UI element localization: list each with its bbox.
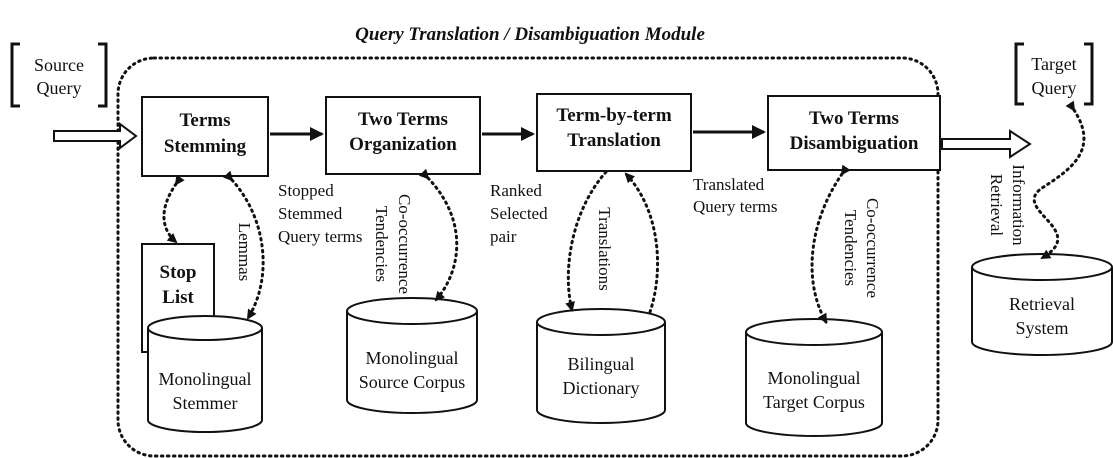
stemmed-terms-label-line3: Query terms <box>278 227 363 246</box>
source-query-label-line2: Query <box>37 78 82 98</box>
stop-list-label-line1: Stop <box>160 262 197 283</box>
monolingual-stemmer-cylinder: Monolingual Stemmer <box>147 315 263 433</box>
source-query-label-line1: Source <box>34 55 84 75</box>
monolingual-target-corpus-label-line2: Target Corpus <box>763 392 865 412</box>
monolingual-source-corpus-cylinder: Monolingual Source Corpus <box>346 297 478 414</box>
source-cooccurrence-label: Co-occurrence Tendencies <box>372 194 414 294</box>
term-by-term-translation-box: Term-by-term Translation <box>536 93 692 172</box>
monolingual-stemmer-label-line2: Stemmer <box>173 393 238 413</box>
stemming-stemmer-dotted-arrow <box>222 170 265 320</box>
stemming-stoplist-dotted-arrow <box>162 174 185 244</box>
lemmas-label: Lemmas <box>235 223 254 282</box>
information-retrieval-label-line1: Information <box>1009 164 1028 246</box>
target-cooccurrence-label-line1: Co-occurrence <box>863 198 882 298</box>
information-retrieval-label: Information Retrieval <box>987 164 1028 246</box>
stop-list-label-line2: List <box>162 287 194 308</box>
stemmed-terms-label-line2: Stemmed <box>278 204 343 223</box>
bilingual-dictionary-label-line1: Bilingual <box>568 354 635 374</box>
translations-label: Translations <box>595 207 614 290</box>
target-cooccurrence-label: Co-occurrence Tendencies <box>841 198 882 298</box>
translation-dictionary-down-dotted-arrow <box>565 170 608 312</box>
source-cooccurrence-label-line1: Co-occurrence <box>395 194 414 294</box>
information-retrieval-label-line2: Retrieval <box>987 174 1006 237</box>
ranked-pair-label-line1: Ranked <box>490 181 542 200</box>
target-query-label-line1: Target <box>1031 54 1076 74</box>
target-query-right-bracket <box>1084 42 1094 106</box>
target-query-retrieval-dotted-arrow <box>1032 100 1086 260</box>
retrieval-system-label-line2: System <box>1015 318 1068 338</box>
terms-stemming-box: Terms Stemming <box>141 96 269 177</box>
stemmed-terms-label-line1: Stopped <box>278 181 334 200</box>
target-query-label-line2: Query <box>1032 78 1077 98</box>
two-terms-organization-label-line2: Organization <box>349 134 457 155</box>
source-query-right-bracket <box>98 42 108 108</box>
stemmed-terms-label: Stopped Stemmed Query terms <box>278 181 363 246</box>
target-query: Target Query <box>1014 42 1094 106</box>
ranked-pair-label-line3: pair <box>490 227 517 246</box>
organization-source-corpus-dotted-arrow <box>418 168 459 302</box>
two-terms-organization-label-line1: Two Terms <box>358 109 448 130</box>
terms-stemming-label-line1: Terms <box>179 110 230 131</box>
diagram-title: Query Translation / Disambiguation Modul… <box>355 24 705 45</box>
two-terms-disambiguation-box: Two Terms Disambiguation <box>767 95 941 171</box>
retrieval-system-label-line1: Retrieval <box>1009 294 1075 314</box>
disambiguation-target-corpus-dotted-arrow <box>810 164 851 324</box>
bilingual-dictionary-cylinder: Bilingual Dictionary <box>536 308 666 424</box>
two-terms-disambiguation-label-line2: Disambiguation <box>790 133 919 154</box>
two-terms-organization-box: Two Terms Organization <box>325 96 481 175</box>
target-query-left-bracket <box>1014 42 1024 106</box>
dictionary-translation-up-dotted-arrow <box>624 172 659 314</box>
retrieval-system-cylinder: Retrieval System <box>971 253 1113 356</box>
ranked-pair-label: Ranked Selected pair <box>490 181 548 246</box>
term-by-term-translation-label-line1: Term-by-term <box>556 105 672 126</box>
monolingual-source-corpus-label-line1: Monolingual <box>366 348 459 368</box>
module-boundary <box>116 56 940 458</box>
source-cooccurrence-label-line2: Tendencies <box>372 206 391 282</box>
translated-terms-label: Translated Query terms <box>693 175 778 216</box>
monolingual-source-corpus-label-line2: Source Corpus <box>359 372 466 392</box>
output-hollow-arrow <box>941 129 1032 159</box>
two-terms-disambiguation-label-line1: Two Terms <box>809 108 899 129</box>
monolingual-target-corpus-cylinder: Monolingual Target Corpus <box>745 318 883 437</box>
source-query: Source Query <box>10 42 108 108</box>
ranked-pair-label-line2: Selected <box>490 204 548 223</box>
terms-stemming-label-line2: Stemming <box>164 136 247 157</box>
bilingual-dictionary-label-line2: Dictionary <box>563 378 640 398</box>
term-by-term-translation-label-line2: Translation <box>567 130 661 151</box>
translated-terms-label-line1: Translated <box>693 175 765 194</box>
target-cooccurrence-label-line2: Tendencies <box>841 210 860 286</box>
translated-terms-label-line2: Query terms <box>693 197 778 216</box>
source-query-left-bracket <box>10 42 20 108</box>
monolingual-target-corpus-label-line1: Monolingual <box>768 368 861 388</box>
input-hollow-arrow <box>53 122 138 150</box>
monolingual-stemmer-label-line1: Monolingual <box>159 369 252 389</box>
